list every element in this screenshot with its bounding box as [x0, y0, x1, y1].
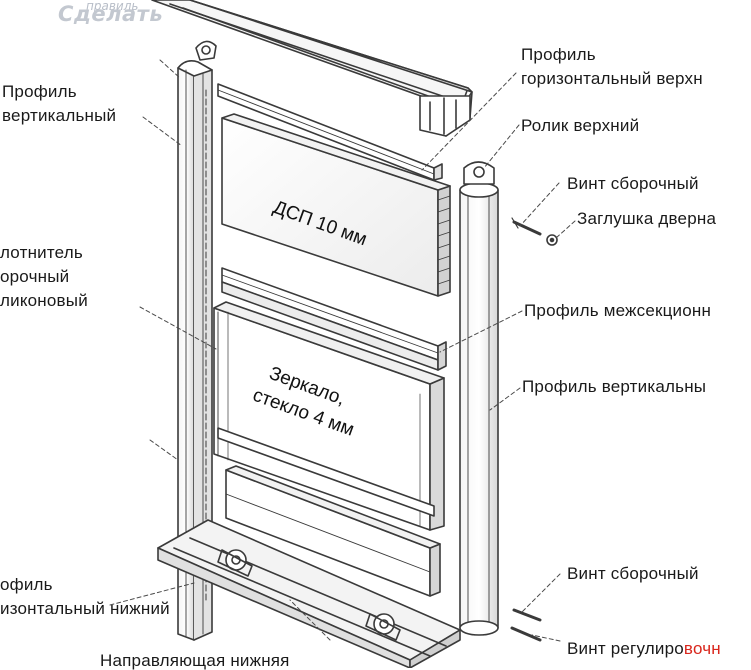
assembly-screw-top [511, 217, 542, 236]
left-vertical-profile [177, 40, 217, 641]
top-horizontal-profile [151, 0, 473, 137]
lower-panel [225, 465, 441, 597]
assembly-screw-bottom [512, 608, 542, 622]
label-profile-horizontal-top-line2: горизонтальный верхн [521, 69, 703, 88]
label-profile-vertical-left-line1: Профиль [2, 82, 77, 101]
label-profile-horizontal-bottom-line1: офиль [0, 575, 53, 594]
label-roller-top: Ролик верхний [521, 116, 640, 135]
label-screw-assembly-top: Винт сборочный [567, 174, 699, 193]
door-plug [546, 234, 558, 246]
upper-seal-channel [217, 83, 443, 181]
leader-lines [109, 59, 576, 642]
label-profile-intersection: Профиль межсекционн [524, 301, 712, 320]
label-screw-adjusting-accent: вочн [683, 639, 721, 658]
label-screw-adjusting-main: Винт регулиро [567, 639, 684, 658]
label-seal-line3: ликоновый [0, 291, 88, 310]
label-profile-horizontal-bottom-line2: изонтальный нижний [0, 599, 170, 618]
label-profile-horizontal-top-line1: Профиль [521, 45, 596, 64]
label-seal-line2: орочный [0, 267, 70, 286]
label-profile-vertical-left-line2: вертикальный [2, 106, 117, 125]
watermark-line1: правиль [86, 0, 139, 13]
label-profile-vertical-right: Профиль вертикальны [522, 377, 707, 396]
right-vertical-profile [459, 161, 499, 636]
label-guide-bottom: Направляющая нижняя [100, 651, 290, 670]
watermark-line2: Сделать [58, 2, 164, 26]
dsp-panel [221, 113, 451, 297]
label-screw-assembly-bottom: Винт сборочный [567, 564, 699, 583]
label-door-plug: Заглушка дверна [577, 209, 717, 228]
bottom-horizontal-profile [157, 519, 461, 668]
label-seal-line1: лотнитель [0, 243, 83, 262]
label-screw-adjusting: Винт регулировочн [567, 640, 721, 657]
intersection-profile [221, 267, 447, 371]
adjusting-screw [510, 626, 542, 642]
mirror-panel [213, 301, 445, 531]
